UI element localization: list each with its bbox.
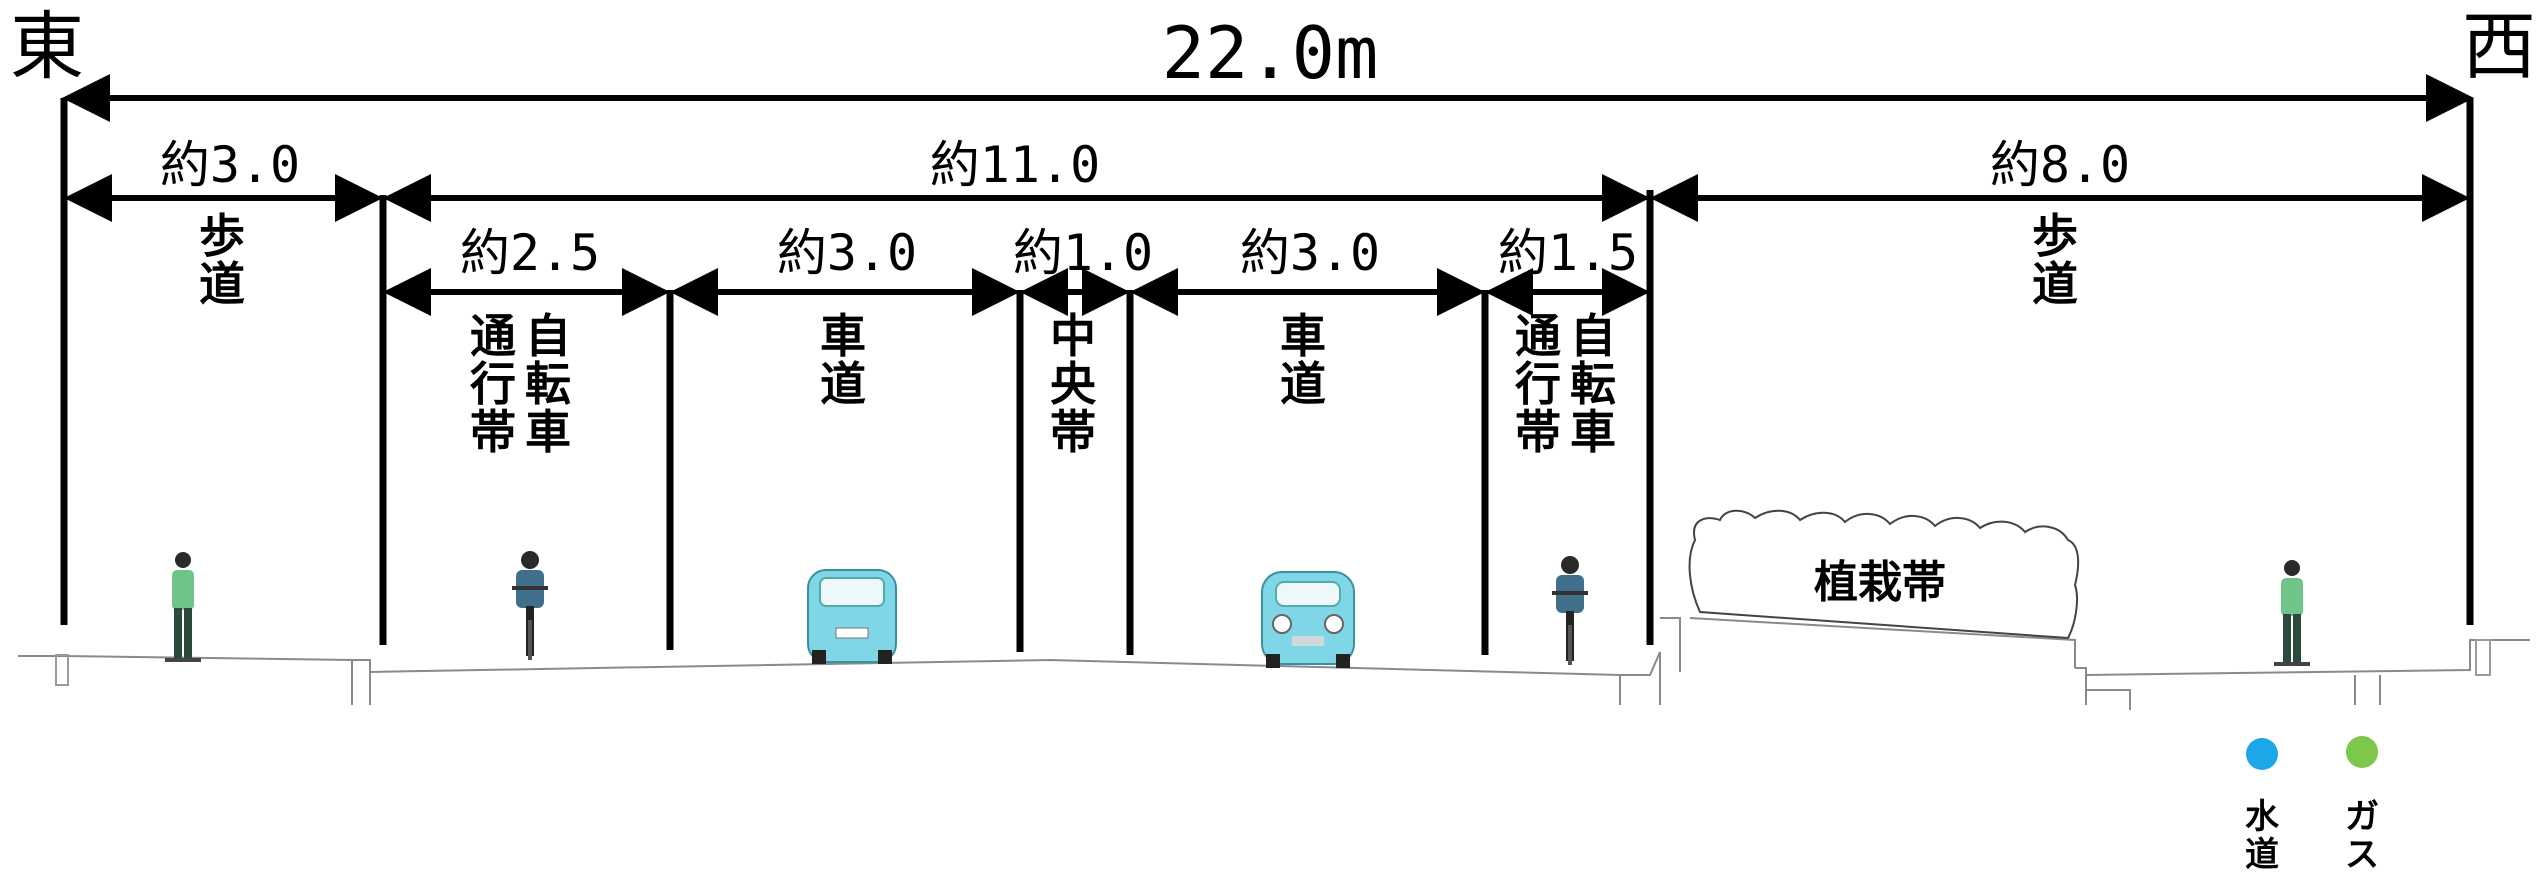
zone-char: 行 xyxy=(470,357,516,411)
zone-char: 歩 xyxy=(2032,209,2078,263)
west-label: 西 xyxy=(2462,4,2536,90)
segment-width-label: 約11.0 xyxy=(930,136,1100,194)
legend-char: ガ xyxy=(2345,797,2379,837)
west-bicycle-lane-zone: 自 転 車 通 行 帯 xyxy=(1515,309,1616,459)
zone-char: 道 xyxy=(820,357,866,411)
utility-legend: 水 道 ガ ス xyxy=(2245,736,2379,874)
zone-char: 道 xyxy=(199,257,245,311)
curb-block xyxy=(55,654,69,686)
sub-segment-width-label: 約3.0 xyxy=(777,224,917,282)
legend-char: ス xyxy=(2345,835,2379,874)
zone-char: 通 xyxy=(470,309,516,363)
median-zone: 中 央 帯 xyxy=(1050,309,1097,459)
zone-char: 車 xyxy=(1280,309,1326,363)
curb-block xyxy=(2475,639,2491,676)
zone-char: 車 xyxy=(525,405,571,459)
roadway-surface xyxy=(369,651,1661,705)
pedestrian-icon xyxy=(165,552,201,662)
zone-char: 道 xyxy=(1280,357,1326,411)
east-roadway-zone: 車 道 xyxy=(820,309,866,411)
sub-segment-width-label: 約2.5 xyxy=(460,224,600,282)
zone-char: 自 xyxy=(1570,309,1616,363)
east-sidewalk-surface xyxy=(18,655,371,705)
water-marker-icon xyxy=(2246,738,2278,770)
cyclist-icon xyxy=(1552,556,1588,665)
tree-canopy-icon xyxy=(1688,509,2080,640)
west-roadway-zone: 車 道 xyxy=(1280,309,1326,411)
zone-char: 道 xyxy=(2032,257,2078,311)
legend-char: 水 xyxy=(2245,797,2280,837)
zone-char: 車 xyxy=(1570,405,1616,459)
west-sidewalk-surface xyxy=(2075,639,2530,705)
segment-width-label: 約3.0 xyxy=(160,136,300,194)
sub-segment-width-label: 約3.0 xyxy=(1240,224,1380,282)
car-icon xyxy=(807,569,897,664)
cyclist-icon xyxy=(512,551,548,660)
planting-curb xyxy=(1660,617,1681,672)
ground-profile xyxy=(18,617,2530,710)
zone-char: 帯 xyxy=(1050,405,1096,459)
east-sidewalk-zone: 歩 道 xyxy=(199,209,245,311)
zone-char: 歩 xyxy=(199,209,245,263)
zone-char: 転 xyxy=(525,357,571,411)
planting-bed xyxy=(1689,617,2076,668)
planting-strip-label: 植栽帯 xyxy=(1814,557,1946,608)
sub-segment-width-label: 約1.5 xyxy=(1498,224,1638,282)
gas-marker-icon xyxy=(2346,736,2378,768)
east-bicycle-lane-zone: 自 転 車 通 行 帯 xyxy=(470,309,571,459)
zone-char: 中 xyxy=(1050,309,1096,363)
legend-char: 道 xyxy=(2245,835,2279,874)
total-width-label: 22.0m xyxy=(1162,11,1379,95)
planting-strip: 植栽帯 xyxy=(1688,509,2080,640)
zone-char: 転 xyxy=(1570,357,1616,411)
car-icon xyxy=(1261,571,1355,668)
zone-char: 帯 xyxy=(470,405,516,459)
east-label: 東 xyxy=(10,4,84,90)
zone-char: 央 xyxy=(1050,357,1097,411)
west-sidewalk-zone: 歩 道 xyxy=(2032,209,2078,311)
pedestrian-icon xyxy=(2274,560,2310,666)
zone-char: 帯 xyxy=(1515,405,1561,459)
zone-char: 行 xyxy=(1515,357,1561,411)
zone-char: 通 xyxy=(1515,309,1561,363)
zone-char: 車 xyxy=(820,309,866,363)
sub-segment-width-label: 約1.0 xyxy=(1013,224,1153,282)
zone-char: 自 xyxy=(525,309,571,363)
utility-trench xyxy=(2086,675,2381,710)
segment-width-label: 約8.0 xyxy=(1990,136,2130,194)
